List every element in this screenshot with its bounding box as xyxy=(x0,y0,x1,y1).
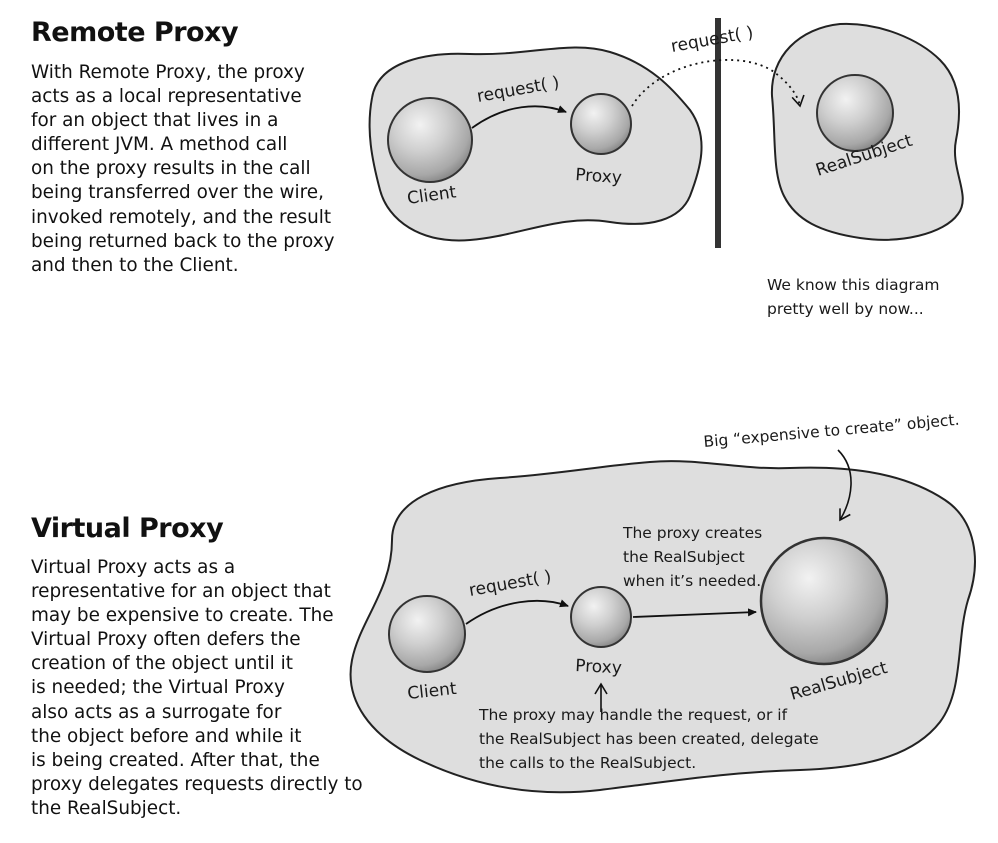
network-wall xyxy=(715,18,721,248)
client-object xyxy=(387,97,473,183)
proxy-object xyxy=(570,93,632,155)
expensive-pointer-arrow xyxy=(837,449,852,522)
virtual-request-arrow xyxy=(465,599,569,625)
remote-proxy-heading: Remote Proxy xyxy=(31,17,239,48)
proxy-object-virtual xyxy=(570,586,632,648)
remote-proxy-description: With Remote Proxy, the proxy acts as a l… xyxy=(31,62,335,276)
proxy-handle-note: The proxy may handle the request, or if … xyxy=(478,706,824,772)
proxy-creates-note: The proxy creates the RealSubject when i… xyxy=(622,524,767,590)
real-subject-object-virtual xyxy=(759,536,889,666)
proxy-label-virtual: Proxy xyxy=(575,656,623,678)
delegate-arrow xyxy=(632,608,757,618)
client-object-virtual xyxy=(388,595,466,673)
expensive-object-note: Big “expensive to create” object. xyxy=(703,411,960,451)
remote-request-arrow xyxy=(631,59,805,108)
virtual-proxy-heading: Virtual Proxy xyxy=(31,513,224,544)
local-jvm-blob xyxy=(368,46,703,242)
real-subject-object xyxy=(816,74,894,152)
remote-request-label: request( ) xyxy=(669,23,755,57)
familiar-diagram-note: We know this diagram pretty well by now.… xyxy=(767,276,944,318)
proxy-label: Proxy xyxy=(575,165,623,188)
local-request-arrow xyxy=(471,105,567,129)
virtual-proxy-description: Virtual Proxy acts as a representative f… xyxy=(31,557,363,819)
